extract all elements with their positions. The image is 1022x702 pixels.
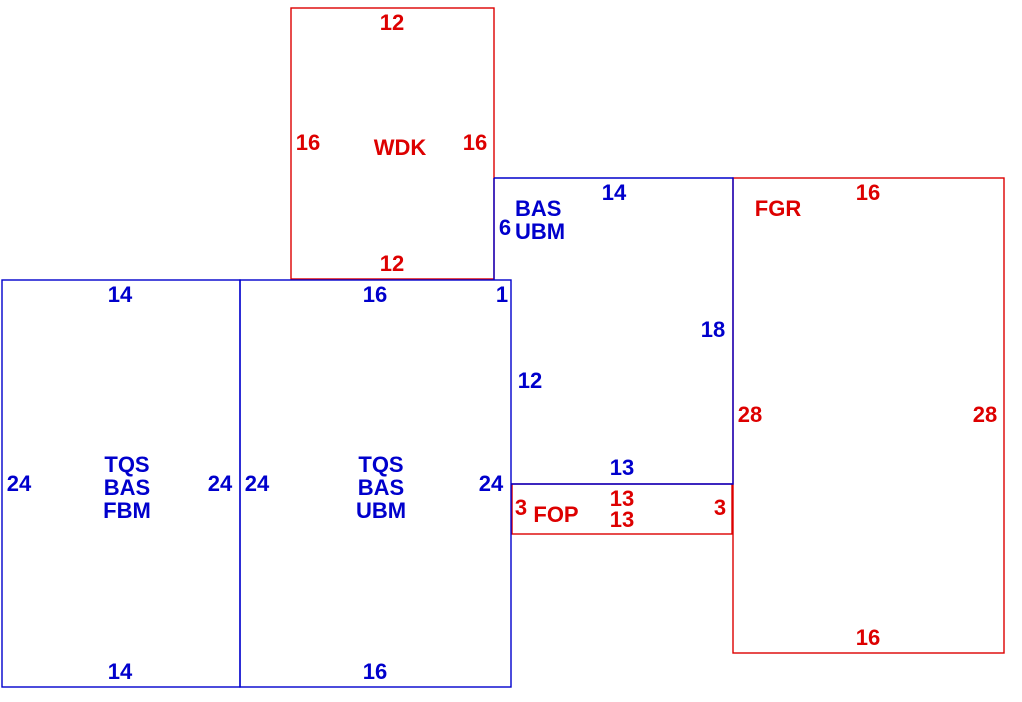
mid-block-name-3: UBM [356, 498, 406, 523]
fgr-bottom-dim: 16 [856, 625, 880, 650]
mid-block-top-dim: 16 [363, 282, 387, 307]
wdk-bottom-dim: 12 [380, 251, 404, 276]
fop-bottom-dim: 13 [610, 507, 634, 532]
wdk-right-dim: 16 [463, 130, 487, 155]
left-block-top-dim: 14 [108, 282, 133, 307]
mid-block-name-2: BAS [358, 475, 404, 500]
upper-right-name-2: UBM [515, 219, 565, 244]
fgr-left-dim: 28 [738, 402, 762, 427]
mid-block-corner-dim: 1 [496, 282, 508, 307]
mid-block-right-dim: 24 [479, 471, 504, 496]
fgr-outline [732, 177, 1005, 654]
left-block-left-dim: 24 [7, 471, 32, 496]
mid-block-name-1: TQS [358, 452, 403, 477]
upper-right-bottom-dim: 13 [610, 455, 634, 480]
upper-right-name-1: BAS [515, 196, 561, 221]
wdk-name: WDK [374, 135, 427, 160]
mid-block-left-dim: 24 [245, 471, 270, 496]
fgr-top-dim: 16 [856, 180, 880, 205]
wdk-top-dim: 12 [380, 10, 404, 35]
left-block-name-3: FBM [103, 498, 151, 523]
fop-name: FOP [533, 502, 578, 527]
upper-right-outline [493, 177, 734, 485]
fgr-right-dim: 28 [973, 402, 997, 427]
fgr-name: FGR [755, 196, 802, 221]
upper-right-right-dim: 18 [701, 317, 725, 342]
mid-block-bottom-dim: 16 [363, 659, 387, 684]
left-block-right-dim: 24 [208, 471, 233, 496]
wdk-outline [290, 7, 495, 280]
left-block-name-1: TQS [104, 452, 149, 477]
left-block-name-2: BAS [104, 475, 150, 500]
upper-right-left-upper-dim: 6 [499, 215, 511, 240]
fop-left-dim: 3 [515, 495, 527, 520]
upper-right-left-lower-dim: 12 [518, 368, 542, 393]
fop-top-dim: 13 [610, 486, 634, 511]
left-block-bottom-dim: 14 [108, 659, 133, 684]
wdk-left-dim: 16 [296, 130, 320, 155]
fop-right-dim: 3 [714, 495, 726, 520]
upper-right-top-dim: 14 [602, 180, 627, 205]
